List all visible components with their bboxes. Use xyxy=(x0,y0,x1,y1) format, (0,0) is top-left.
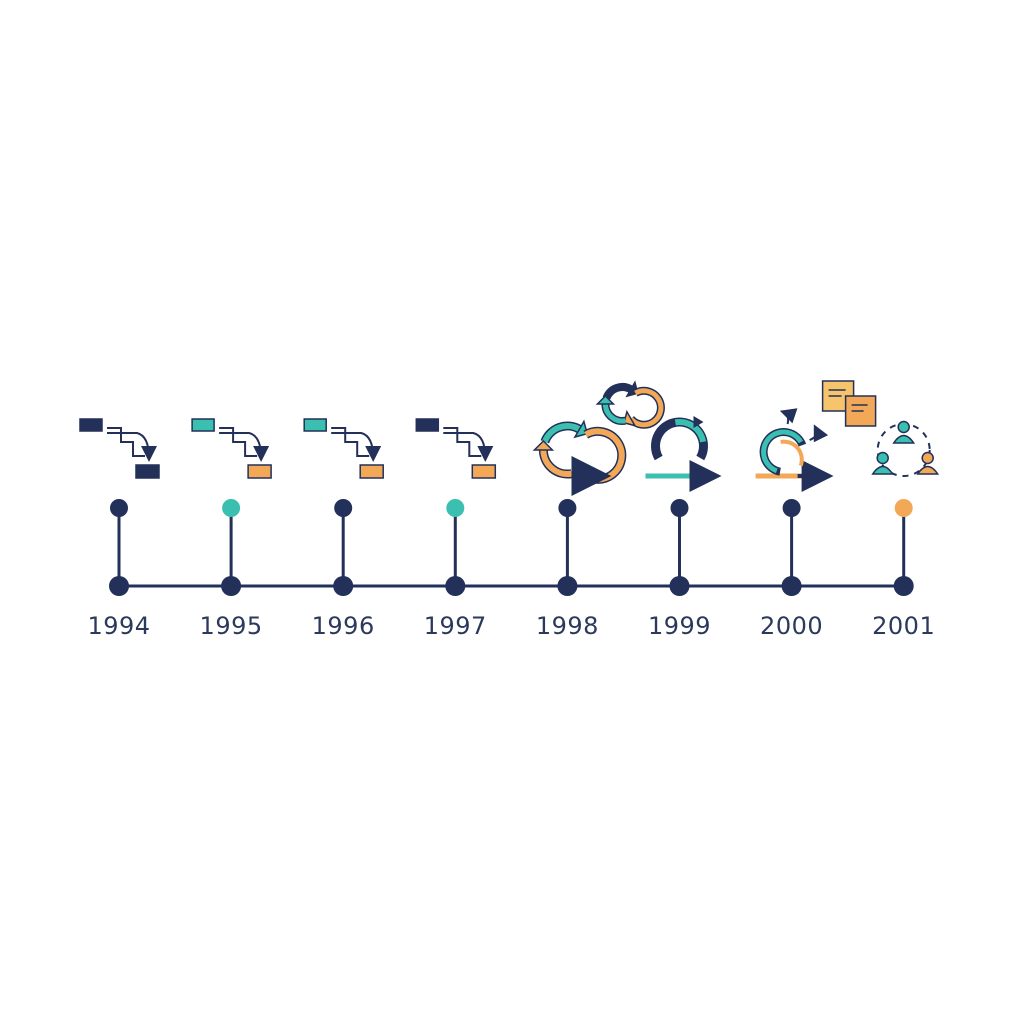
axis-node xyxy=(893,576,914,596)
axis-node xyxy=(221,576,242,596)
iterative-cycle-icon xyxy=(532,380,665,496)
milestone-marker xyxy=(110,499,128,517)
waterfall-icon xyxy=(415,418,497,479)
axis-node xyxy=(781,576,802,596)
milestone-marker xyxy=(782,499,801,517)
sprint-loop-icon xyxy=(645,416,722,492)
axis-node xyxy=(109,576,129,596)
milestone-marker xyxy=(558,499,577,517)
year-label: 1997 xyxy=(423,612,487,640)
feedback-loop-icon xyxy=(755,380,877,492)
year-label: 2000 xyxy=(760,612,824,640)
year-label: 1994 xyxy=(87,612,151,640)
waterfall-icon xyxy=(191,418,272,479)
year-label: 1995 xyxy=(199,612,263,640)
year-label: 1996 xyxy=(311,612,375,640)
year-label: 1998 xyxy=(535,612,599,640)
milestone-marker xyxy=(446,499,465,517)
year-label: 1999 xyxy=(647,612,712,640)
axis-node xyxy=(333,576,354,596)
waterfall-icon xyxy=(79,418,160,479)
milestone-marker xyxy=(334,499,353,517)
axis-node xyxy=(557,576,578,596)
milestone-marker xyxy=(894,499,913,517)
team-collaboration-icon xyxy=(871,420,940,477)
year-label: 2001 xyxy=(872,612,936,640)
axis-node xyxy=(669,576,690,596)
waterfall-icon xyxy=(303,418,384,479)
axis-node xyxy=(445,576,466,596)
milestone-marker xyxy=(670,499,689,517)
milestone-marker xyxy=(222,499,241,517)
